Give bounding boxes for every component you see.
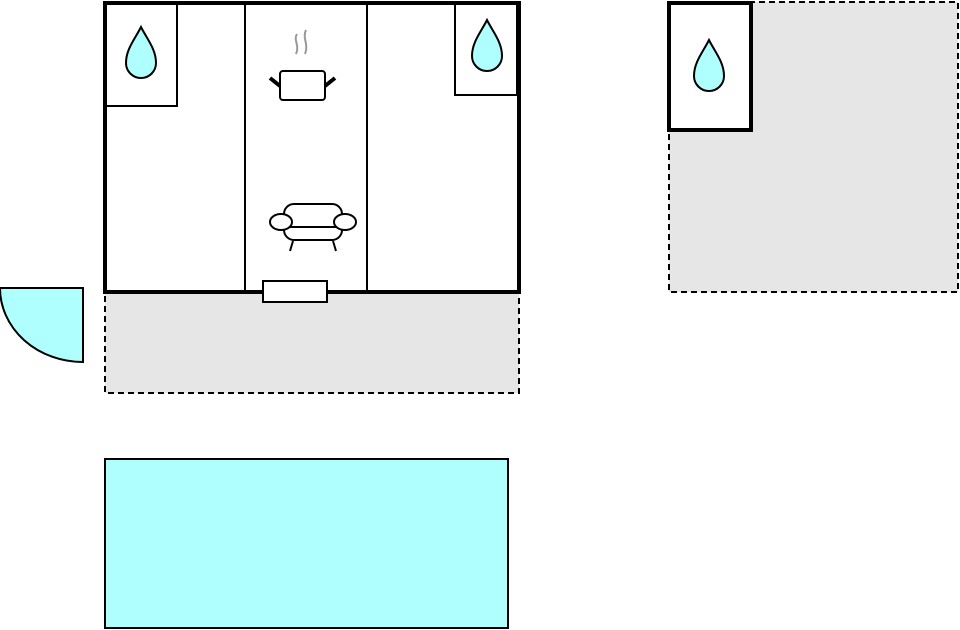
water-drop-icon [124, 24, 158, 79]
water-drop-icon [692, 37, 726, 92]
terrace [104, 291, 520, 394]
cooking-pot-icon [268, 29, 337, 101]
window-icon [262, 280, 328, 303]
water-drop-icon [470, 17, 504, 72]
door-icon [0, 287, 84, 364]
pool [104, 458, 509, 629]
sofa-icon [269, 203, 357, 252]
